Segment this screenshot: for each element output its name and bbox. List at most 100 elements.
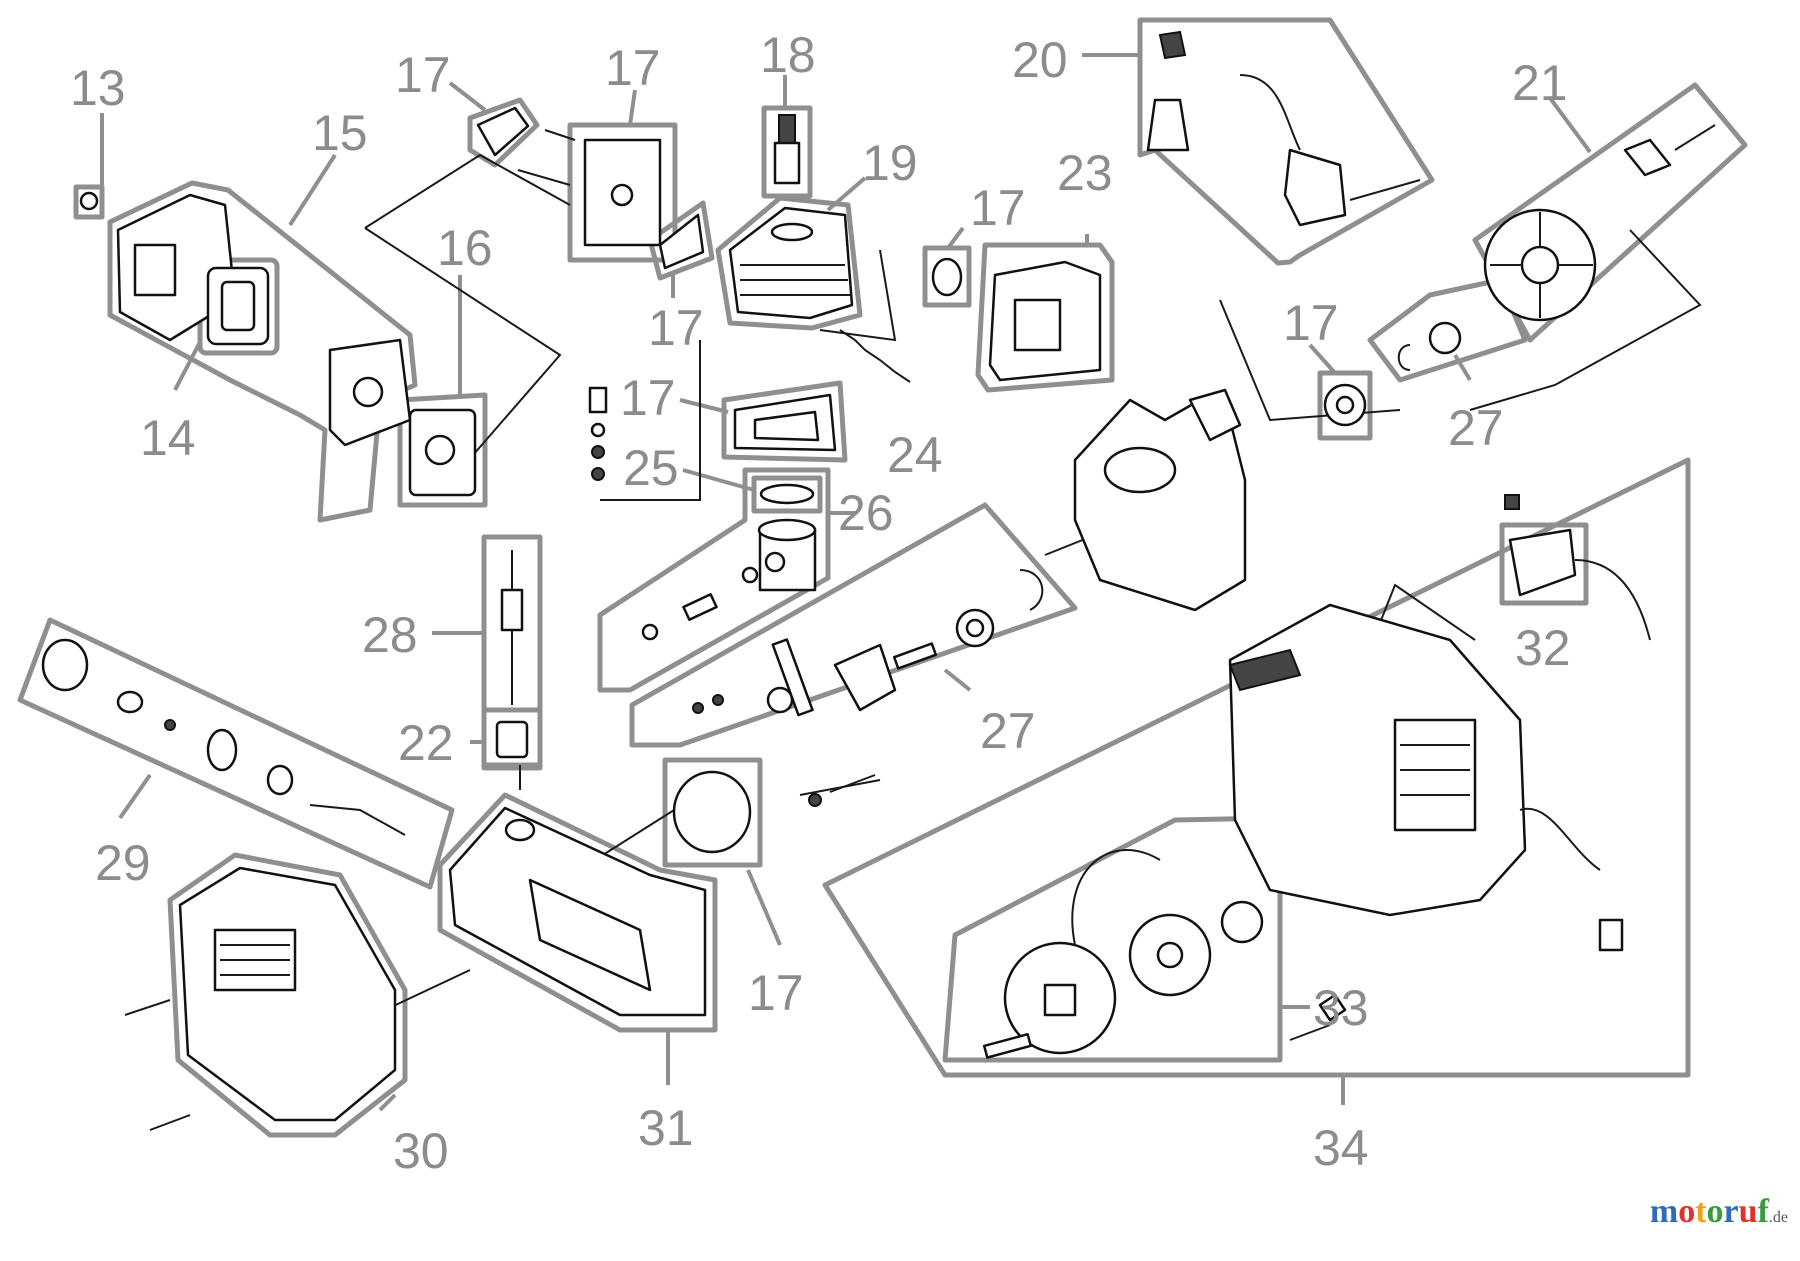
part-crankcase-bore [1103, 446, 1177, 494]
leader-14 [173, 341, 202, 391]
part-19-cylinder [728, 206, 854, 320]
label-17-mid: 17 [648, 300, 704, 356]
leader-19 [826, 176, 867, 212]
leader-25 [682, 468, 755, 492]
part-21-flywheel-hub [1520, 245, 1560, 285]
watermark-letter: t [1695, 1193, 1707, 1230]
part-31-tank-neck [504, 818, 536, 842]
leader-21 [1548, 96, 1592, 154]
part-32-starter-handle [1508, 528, 1577, 597]
outline-part-17g [662, 757, 763, 868]
part-20-screw [1349, 179, 1421, 201]
part-17b-plate-hole [610, 183, 634, 207]
label-17-far-right: 17 [1283, 295, 1339, 351]
part-29-grommet [266, 764, 294, 796]
part-27-circlip-lower [1019, 569, 1044, 611]
part-27-washer-b [712, 694, 724, 706]
leader-29 [118, 773, 152, 820]
label-21: 21 [1512, 55, 1568, 111]
watermark-letter: r [1723, 1193, 1739, 1230]
label-27-lower: 27 [980, 703, 1036, 759]
part-15-cover-window [133, 243, 177, 297]
part-33-rope [1071, 849, 1161, 946]
leader-27b [943, 668, 972, 692]
outline-part-28 [481, 534, 543, 768]
part-27-crank-journal [892, 642, 938, 670]
part-14-filter-inner [220, 280, 256, 332]
part-32-grip-end [1504, 494, 1520, 510]
outline-part-15 [107, 180, 418, 523]
part-19-cylinder-top [770, 222, 814, 242]
part-27-washer-a [692, 702, 704, 714]
part-screw-a [544, 129, 576, 141]
part-27-circlip [1397, 344, 1411, 371]
part-labels: 13 15 14 16 17 17 18 19 17 20 21 17 23 1… [70, 27, 1571, 1179]
part-20-boot [1146, 98, 1190, 152]
part-17a-gasket [476, 106, 530, 157]
label-14: 14 [140, 410, 196, 466]
outline-part-31 [437, 792, 718, 1033]
part-17d-ring [931, 257, 963, 297]
part-30-cover [178, 866, 397, 1122]
part-27-bearing [1428, 321, 1462, 355]
part-21-screw [1674, 124, 1716, 151]
outline-part-29 [17, 617, 455, 890]
outline-part-26 [597, 467, 831, 693]
part-17g-washer [808, 793, 822, 807]
watermark-letter: f [1757, 1193, 1769, 1230]
label-18: 18 [760, 27, 816, 83]
part-27-conrod-big-end [766, 686, 794, 714]
label-28: 28 [362, 607, 418, 663]
outline-part-19 [715, 195, 863, 331]
outline-part-34 [822, 457, 1691, 1078]
leader-17e [1308, 343, 1337, 375]
part-17e-seal-inner [1335, 395, 1355, 415]
part-16-carb-bore [424, 434, 456, 466]
label-25: 25 [623, 440, 679, 496]
leader-17g [746, 869, 782, 946]
watermark-letter: m [1649, 1193, 1679, 1230]
leader-17b [628, 89, 637, 126]
part-13-knob [79, 191, 99, 211]
label-27-upper: 27 [1448, 400, 1504, 456]
outline-part-33 [942, 815, 1283, 1063]
leader-30 [378, 1093, 397, 1112]
part-28-valve [500, 588, 524, 632]
part-34-vent [1228, 648, 1302, 692]
label-17-bottom: 17 [748, 965, 804, 1021]
outline-part-22 [481, 707, 543, 771]
leader-17a [448, 81, 487, 112]
part-29-hose [309, 804, 406, 836]
part-washer-b [591, 445, 605, 459]
label-34: 34 [1313, 1120, 1369, 1176]
part-33-screw [1289, 1024, 1331, 1041]
part-27-crank-web [833, 643, 897, 712]
label-16: 16 [437, 220, 493, 276]
part-29-cap [41, 638, 89, 692]
leader-27a [1453, 353, 1472, 382]
part-17f-gasket-inner [753, 410, 820, 442]
part-26-pin-hole [764, 551, 786, 573]
label-17-top: 17 [605, 40, 661, 96]
part-33-ratchet [1220, 900, 1264, 944]
part-20-cap [1158, 30, 1187, 60]
part-29-washer [164, 719, 176, 731]
part-26-clip [741, 566, 759, 584]
label-29: 29 [95, 835, 151, 891]
outline-part-25 [751, 475, 823, 514]
watermark-letters: motoruf [1650, 1193, 1769, 1230]
part-34-starter-housing [1228, 603, 1527, 917]
leader-lines [100, 53, 1592, 1112]
label-24: 24 [887, 427, 943, 483]
outline-part-16 [397, 392, 488, 508]
label-33: 33 [1313, 980, 1369, 1036]
assembly-lines [364, 153, 1702, 1011]
part-17c-gasket [658, 213, 705, 270]
part-26-clip-b [641, 623, 659, 641]
part-washer-a [590, 422, 606, 438]
part-30-screw-a [124, 999, 171, 1016]
outline-part-17b [567, 122, 678, 263]
outline-part-20 [1137, 17, 1435, 266]
watermark-letter: o [1678, 1193, 1696, 1230]
outline-part-17e [1317, 370, 1373, 441]
